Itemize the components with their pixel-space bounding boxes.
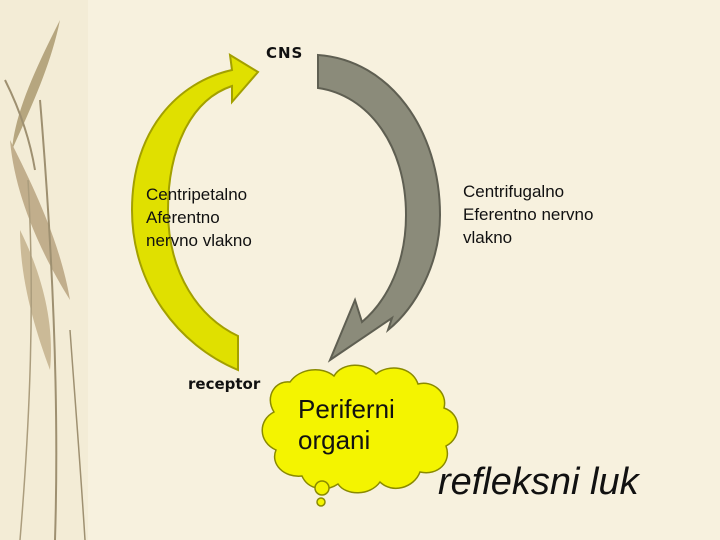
leaf-decoration bbox=[4, 20, 86, 540]
receptor-label: receptor bbox=[188, 375, 261, 393]
efferent-fiber-label: Centrifugalno Eferentno nervno vlakno bbox=[463, 182, 594, 247]
cns-label: CNS bbox=[266, 44, 304, 62]
afferent-fiber-label: Centripetalno Aferentno nervno vlakno bbox=[146, 185, 252, 250]
afferent-arrow bbox=[130, 53, 260, 372]
peripheral-organs-label: Periferni organi bbox=[298, 394, 395, 455]
slide-title: refleksni luk bbox=[438, 461, 639, 503]
efferent-arrow bbox=[317, 53, 442, 363]
organ-cloud bbox=[261, 364, 459, 507]
